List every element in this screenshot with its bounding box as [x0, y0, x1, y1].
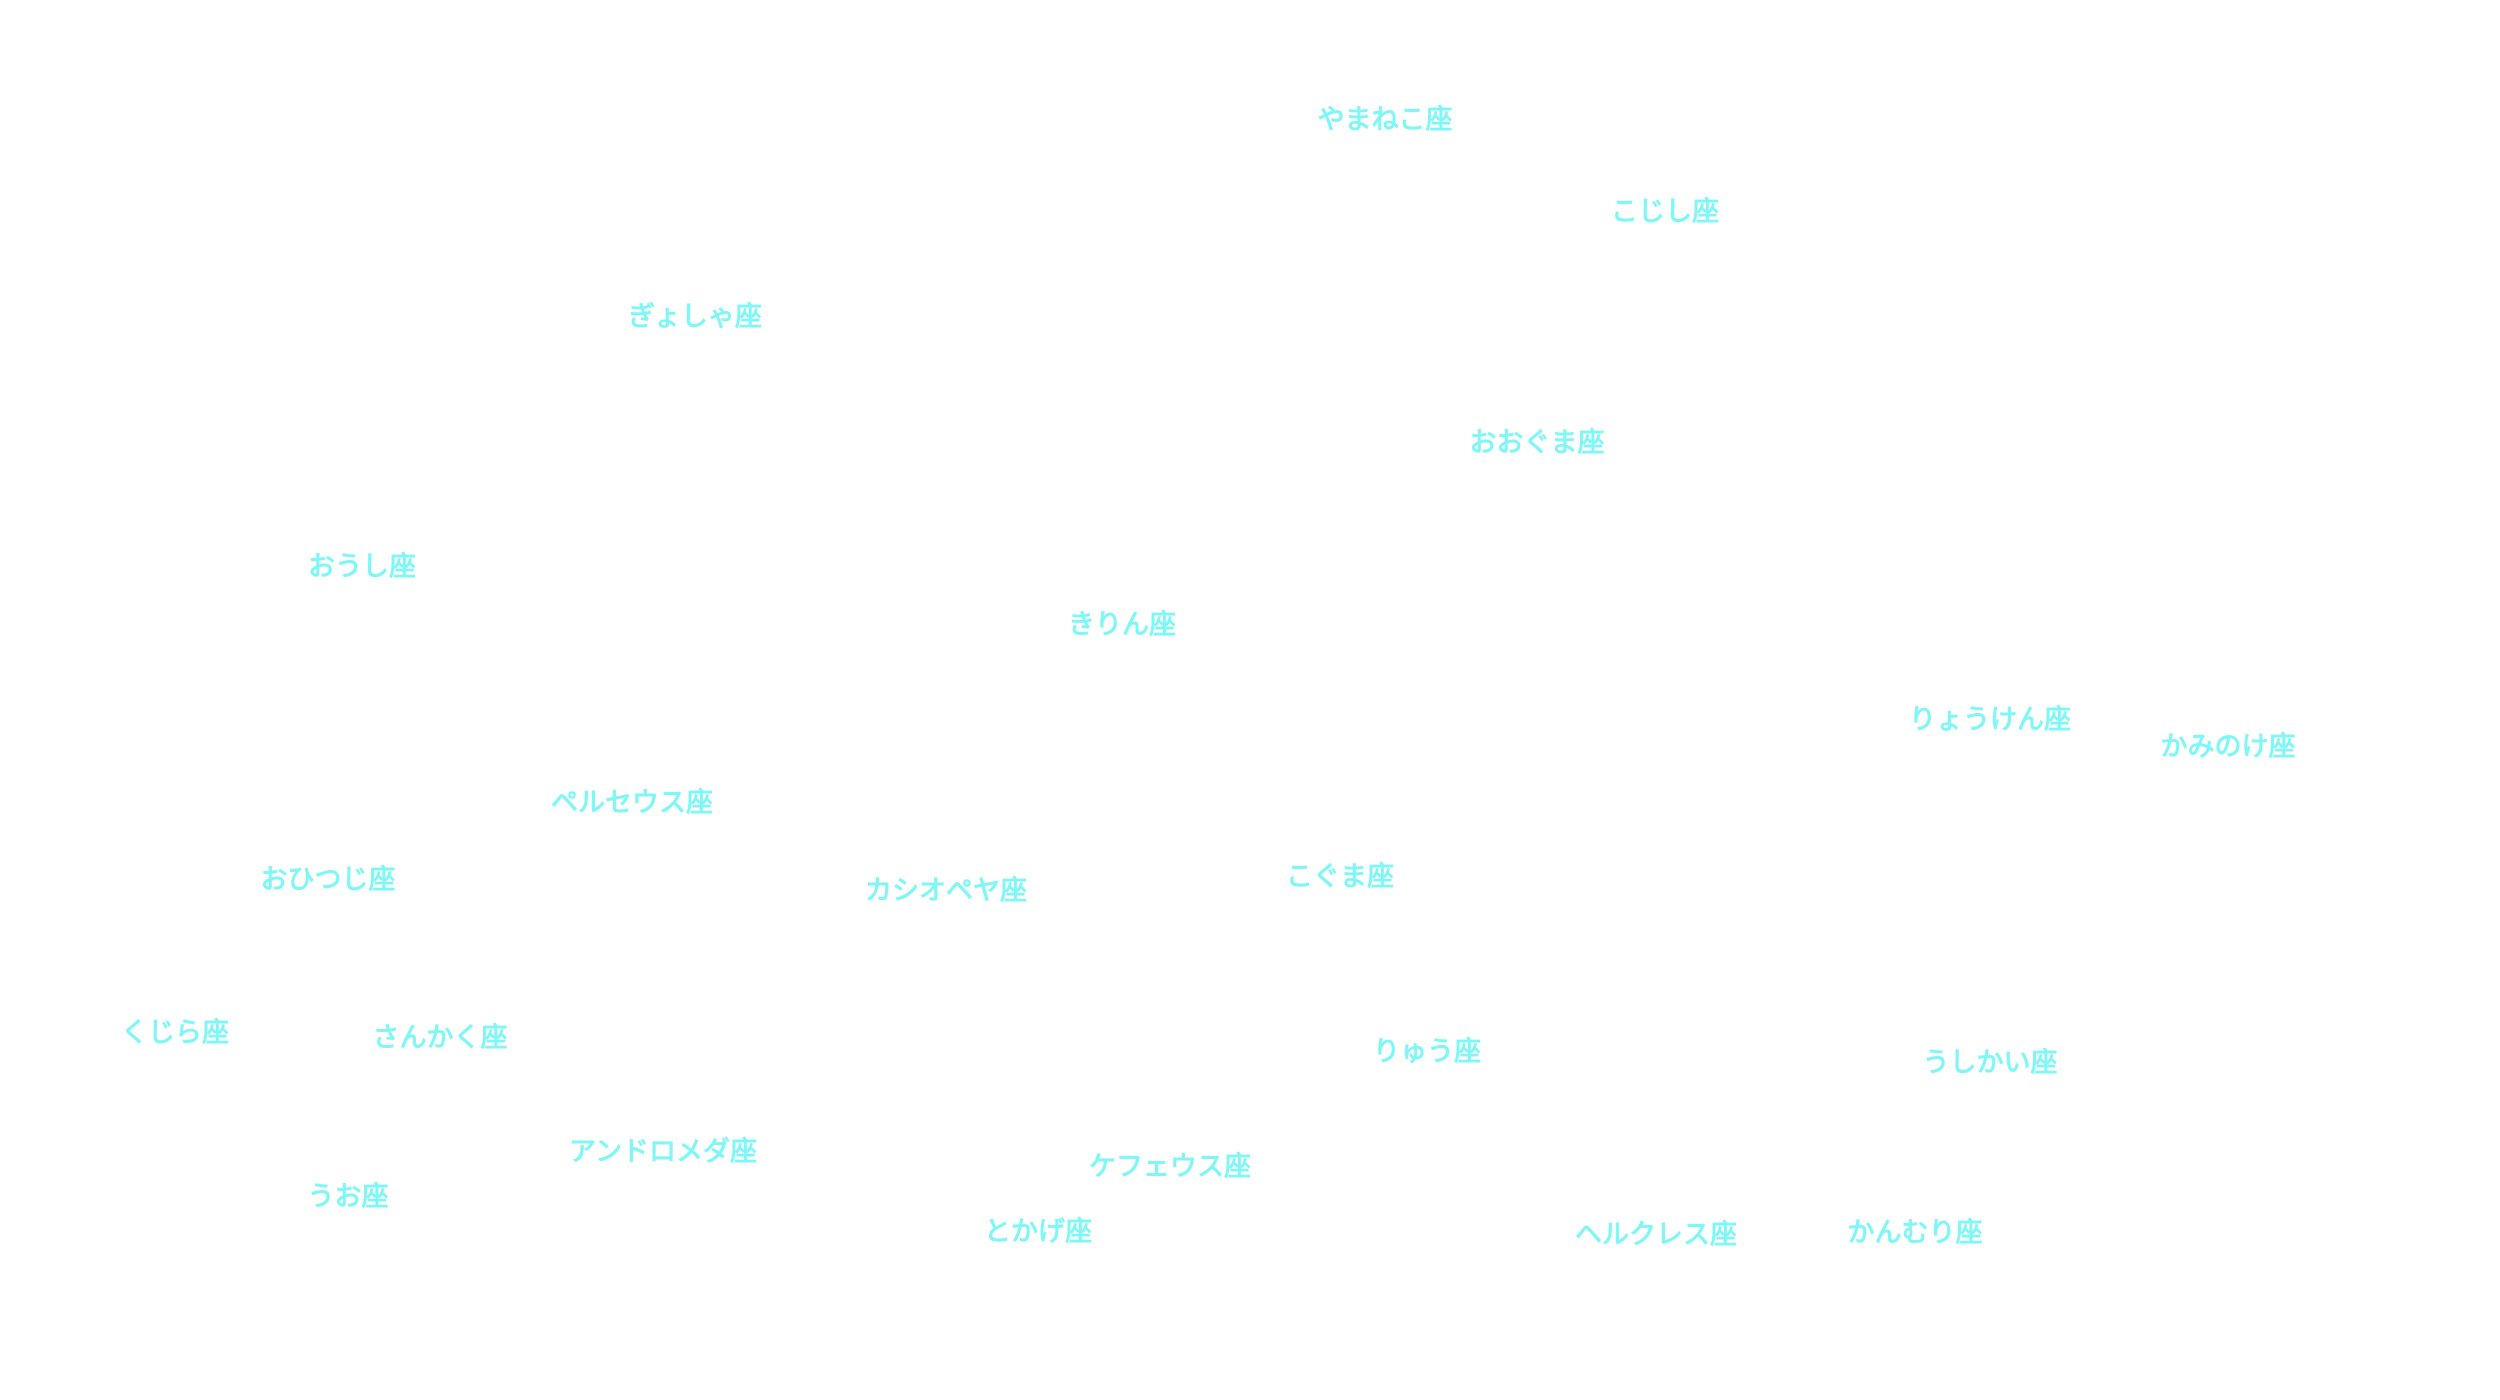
label-koguma: こぐま座 [1286, 861, 1394, 893]
label-ooguma: おおぐま座 [1469, 427, 1605, 459]
label-hercules: ヘルクレス座 [1575, 1219, 1737, 1251]
label-kojishi: こじし座 [1611, 196, 1719, 228]
label-perseus: ペルセウス座 [551, 787, 713, 819]
label-yamaneko: やまねこ座 [1317, 104, 1453, 136]
label-tokage: とかげ座 [984, 1216, 1092, 1248]
label-andromeda: アンドロメダ座 [569, 1136, 757, 1168]
label-cepheus: ケフェウス座 [1089, 1151, 1251, 1183]
label-kanmuri: かんむり座 [1847, 1217, 1983, 1249]
label-ushikai: うしかい座 [1922, 1047, 2058, 1079]
label-cassiopeia: カシオペヤ座 [865, 875, 1027, 907]
label-ryuu: りゅう座 [1373, 1036, 1481, 1068]
label-sankaku: さんかく座 [372, 1022, 508, 1054]
label-ohitsuji: おひつじ座 [260, 864, 396, 896]
label-kirin: きりん座 [1068, 609, 1176, 641]
label-kujira: くじら座 [121, 1017, 229, 1049]
label-kaminoke: かみのけ座 [2160, 731, 2296, 763]
label-oushi: おうし座 [308, 551, 416, 583]
label-gyosha: ぎょしゃ座 [628, 301, 762, 333]
label-uo: うお座 [307, 1181, 389, 1213]
label-ryouken: りょうけん座 [1909, 704, 2071, 736]
